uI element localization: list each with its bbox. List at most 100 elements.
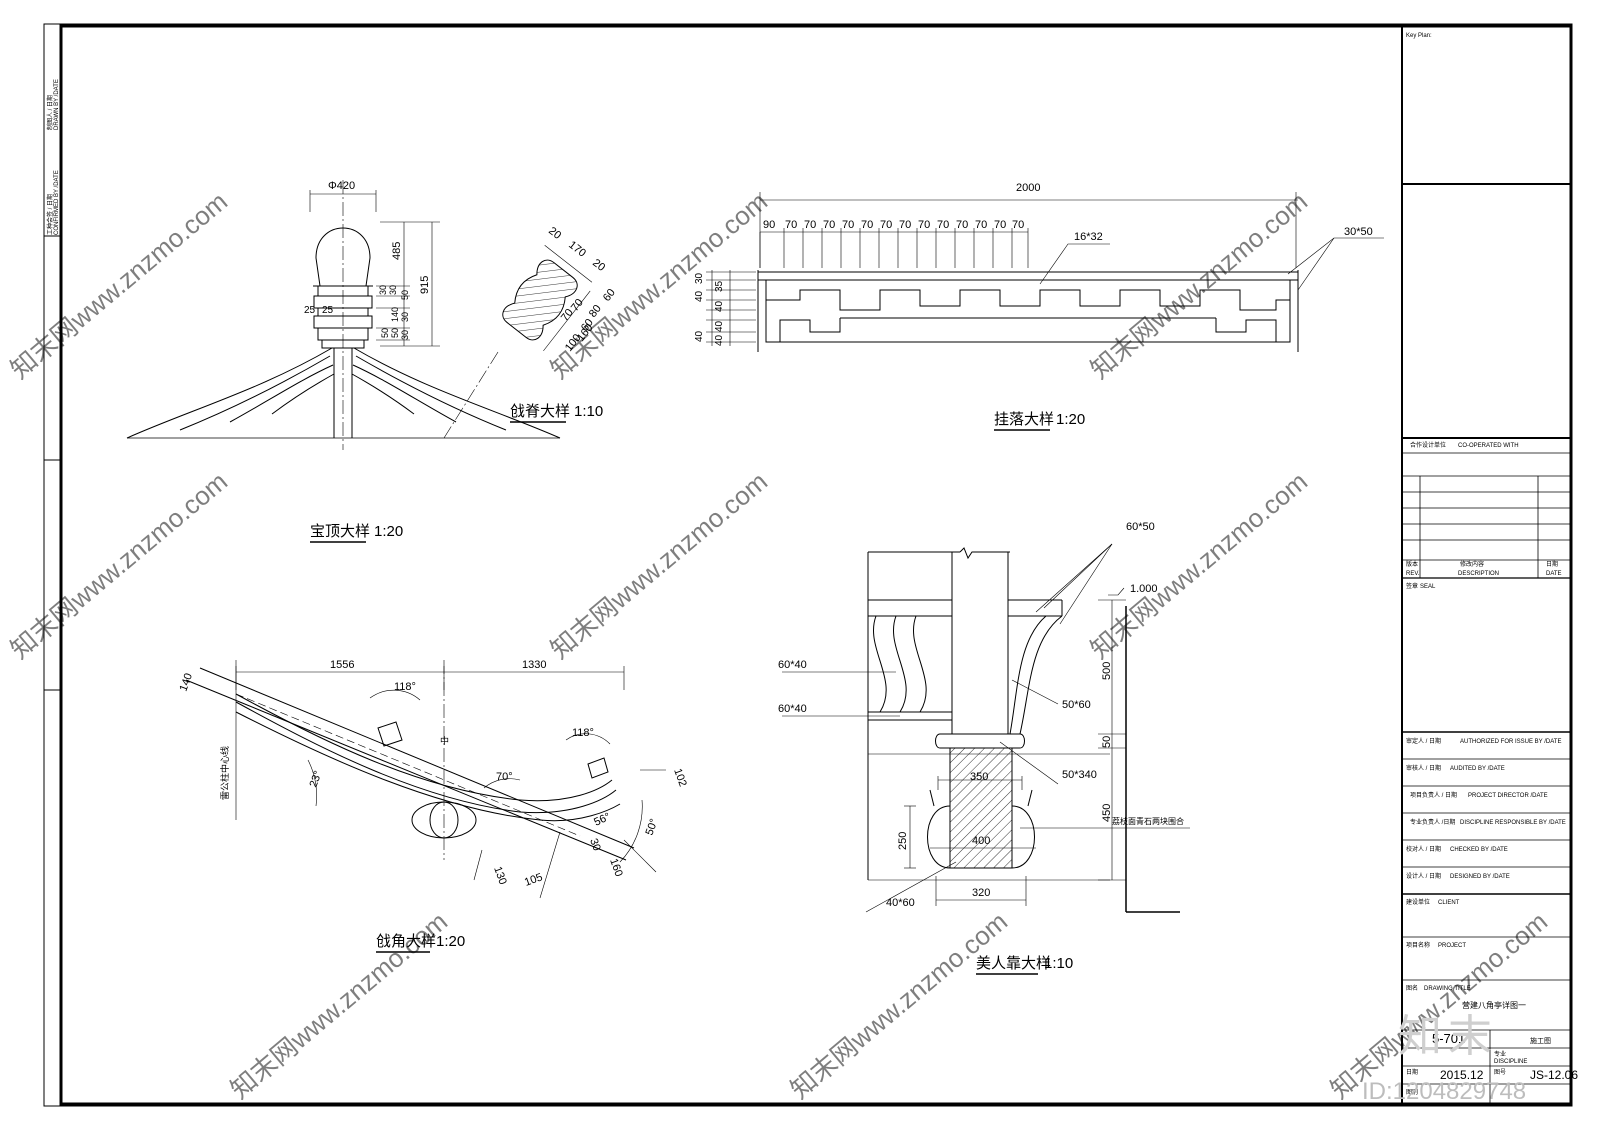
drawing-name: 营建八角亭详图一 (1462, 1000, 1526, 1010)
discipline-label: 专业 (1494, 1050, 1506, 1058)
dim-label: 70 (842, 219, 854, 231)
sign-row-en: AUTHORIZED FOR ISSUE BY /DATE (1460, 739, 1561, 745)
dim-label: 500 (1101, 662, 1113, 680)
detail-qianji (443, 245, 593, 439)
dim-label: 30 (400, 330, 410, 340)
dim-label: 70 (1012, 219, 1024, 231)
dim-label: 40 (694, 330, 705, 342)
left-strip: 制图人 / 日期 DRAWN BY /DATE 工种会签 / 日期 CONFIR… (46, 79, 60, 235)
qianjiao-title: 戗角大样 1:20 (376, 933, 465, 953)
client-label-en: CLIENT (1438, 900, 1460, 906)
dim-label: 70 (559, 307, 576, 324)
dim-label: 485 (391, 242, 403, 260)
dwg-no-label: 图号 (1494, 1069, 1506, 1076)
dim-label: 23° (308, 769, 325, 789)
elevation-label: 1.000 (1130, 583, 1158, 595)
material-note: 荔枝面青石两块围合 (1112, 816, 1184, 826)
dim-label: 450 (1101, 804, 1113, 822)
date-label: 日期 (1546, 560, 1558, 568)
meirenkao-dimension-labels: 1.000 500 50 450 350 400 320 250 60*50 6… (778, 521, 1184, 909)
axis-label: 雷公柱中心线 (219, 746, 230, 800)
left-strip-label1: 制图人 / 日期 (46, 95, 54, 130)
date-value: 2015.12 (1440, 1068, 1484, 1082)
key-plan-label: Key Plan: (1406, 33, 1432, 39)
dim-label: 80 (587, 303, 604, 320)
callout-label: 30*50 (1344, 226, 1373, 238)
left-strip-label1-en: DRAWN BY /DATE (54, 79, 60, 130)
meirenkao-title: 美人靠大样 1:10 (976, 955, 1073, 975)
dim-label: 160 (607, 857, 625, 878)
dim-label: 915 (419, 276, 431, 294)
detail-title: 宝顶大样 (310, 523, 370, 540)
watermark-text: 知末网www.znzmo.com (5, 466, 233, 664)
drawing-title-label-en: DRAWING TITLE (1424, 986, 1471, 992)
watermark-text: 知末网www.znzmo.com (545, 186, 773, 384)
detail-baoding (126, 180, 561, 450)
dim-label: 140 (390, 307, 400, 322)
watermark-layer: 知末网www.znzmo.com 知末网www.znzmo.com 知末网www… (5, 186, 1553, 1104)
title-block: Key Plan: 合作设计单位 CO-OPERATED WITH 版本 REV… (1402, 33, 1578, 1104)
sign-row-en: DISCIPLINE RESPONSIBLE BY /DATE (1460, 820, 1566, 826)
project-label-en: PROJECT (1438, 943, 1466, 949)
dim-label: 70 (975, 219, 987, 231)
dim-label: 50 (380, 328, 390, 338)
dim-label: 70° (496, 771, 513, 783)
baoding-dimension-labels: Φ420 485 915 30 30 50 140 30 50 50 30 25… (304, 180, 431, 340)
rev-label: 版本 (1406, 560, 1418, 568)
watermark-text: 知末网www.znzmo.com (5, 186, 233, 384)
detail-meirenkao (782, 543, 1190, 913)
dim-label: 90 (763, 219, 775, 231)
watermark-text: 知末网www.znzmo.com (1085, 186, 1313, 384)
dim-label: 50 (1101, 736, 1113, 748)
dim-label: 140 (178, 672, 196, 693)
callout-label: 60*40 (778, 703, 807, 715)
dim-label: 50 (400, 290, 410, 300)
dim-label: 105 (523, 871, 544, 889)
sign-row-cn: 审定人 / 日期 (1406, 737, 1441, 745)
dim-label: 70 (785, 219, 797, 231)
sheet-frame (43, 23, 1573, 1107)
dim-label: 30 (388, 285, 398, 295)
dim-label: 20 (590, 257, 607, 274)
signature-rows: 审定人 / 日期 AUTHORIZED FOR ISSUE BY /DATE 审… (1406, 737, 1566, 880)
project-label: 项目名称 (1406, 941, 1430, 949)
dim-label: 70 (823, 219, 835, 231)
sign-row-en: AUDITED BY /DATE (1450, 766, 1505, 772)
dim-label: Φ420 (328, 180, 355, 192)
callout-label: 60*40 (778, 659, 807, 671)
seal-label-en: SEAL (1420, 584, 1436, 590)
dim-label: 250 (897, 832, 909, 850)
detail-scale: 1:20 (374, 523, 403, 540)
dim-label: 70 (918, 219, 930, 231)
callout-label: 60*50 (1126, 521, 1155, 533)
dim-label: 320 (972, 887, 990, 899)
ver-label: 图别 (1406, 1088, 1418, 1096)
dim-label: 1330 (522, 659, 546, 671)
dim-label: 70 (956, 219, 968, 231)
dim-label: 30 (378, 285, 388, 295)
cooperated-label-en: CO-OPERATED WITH (1458, 443, 1519, 449)
job-number: 5-701 (1432, 1031, 1465, 1046)
dim-label: 30 (694, 272, 705, 284)
sign-row-cn: 设计人 / 日期 (1406, 872, 1441, 880)
sign-row-en: PROJECT DIRECTOR /DATE (1468, 793, 1548, 799)
detail-title: 挂落大样 (994, 411, 1054, 428)
callout-label: 50*60 (1062, 699, 1091, 711)
dim-label: 20 (546, 225, 563, 242)
seal-label: 签章 (1406, 582, 1418, 590)
center-label: 中 (440, 735, 449, 746)
watermark-logo: 知末 (1398, 1011, 1498, 1062)
dim-label: 1556 (330, 659, 354, 671)
detail-scale: 1:10 (574, 403, 603, 420)
rev-label-en: REV. (1406, 571, 1420, 577)
dim-label: 50 (390, 328, 400, 338)
dim-label: 350 (970, 771, 988, 783)
client-label: 建设单位 (1406, 898, 1430, 906)
dim-label: 70 (880, 219, 892, 231)
watermark-text: 知末网www.znzmo.com (785, 906, 1013, 1104)
dim-label: 70 (994, 219, 1006, 231)
desc-label: 修改内容 (1460, 560, 1484, 568)
sign-row-cn: 校对人 / 日期 (1406, 845, 1441, 853)
detail-qianjiao (185, 660, 666, 899)
